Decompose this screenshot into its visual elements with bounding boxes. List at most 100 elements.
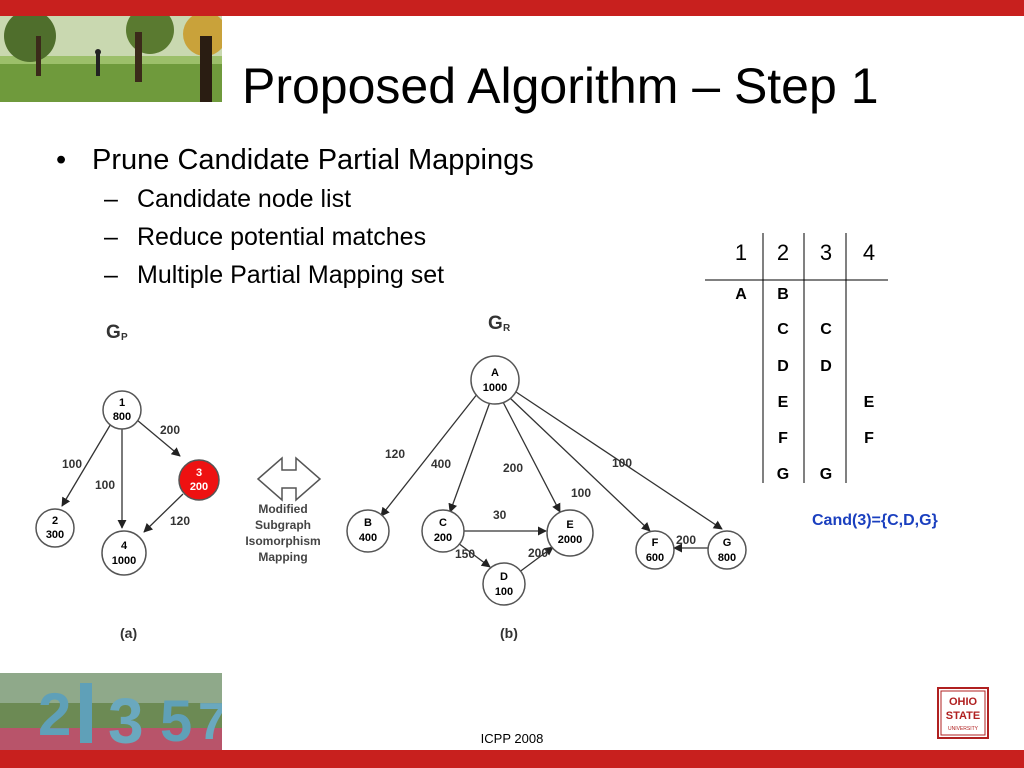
footer-text: ICPP 2008 <box>480 731 544 746</box>
svg-text:4: 4 <box>121 540 128 552</box>
svg-text:800: 800 <box>718 552 736 564</box>
svg-text:100: 100 <box>495 586 513 598</box>
university-logo: OHIO STATE UNIVERSITY <box>937 687 989 739</box>
svg-text:2: 2 <box>52 515 58 527</box>
svg-text:7: 7 <box>198 693 222 750</box>
mapping-arrow: Modified Subgraph Isomorphism Mapping <box>245 456 322 564</box>
table-cell: E <box>777 394 789 411</box>
svg-text:G: G <box>723 537 732 549</box>
sub-marker: – <box>104 223 118 251</box>
table-cell: D <box>777 358 789 375</box>
svg-text:B: B <box>364 517 372 529</box>
graph-r-label-sub: R <box>503 323 511 334</box>
graph-p-node-3-highlighted: 3 200 <box>178 459 220 501</box>
sub-marker: – <box>104 261 118 289</box>
svg-text:5: 5 <box>160 689 192 750</box>
edge-label: 100 <box>62 457 82 471</box>
graph-r-label: G <box>488 313 503 334</box>
graph-r-edges <box>380 391 723 574</box>
table-header: 2 <box>776 240 790 265</box>
table-cell: E <box>863 394 875 411</box>
svg-text:1: 1 <box>119 397 125 409</box>
table-cell: F <box>864 430 874 447</box>
graph-p-node-1: 1 800 <box>102 390 142 430</box>
top-accent-bar <box>0 0 1024 16</box>
edge-label: 100 <box>571 486 591 500</box>
graph-r-node-a: A 1000 <box>470 355 520 405</box>
svg-text:800: 800 <box>113 411 131 423</box>
edge-label: 200 <box>160 423 180 437</box>
graph-r-caption: (b) <box>500 625 518 641</box>
edge-label: 30 <box>493 508 507 522</box>
table-header: 4 <box>862 240 876 265</box>
edge-label: 200 <box>503 461 523 475</box>
graph-r-node-f: F 600 <box>635 530 675 570</box>
svg-text:300: 300 <box>46 529 64 541</box>
graph-p-edges <box>61 419 184 533</box>
svg-text:3: 3 <box>108 685 144 750</box>
svg-text:2000: 2000 <box>558 534 582 546</box>
table-gridlines <box>705 233 888 483</box>
table-cell: F <box>778 430 788 447</box>
svg-text:Isomorphism: Isomorphism <box>245 534 320 548</box>
graph-p-label: G <box>106 322 121 343</box>
table-cell: G <box>819 466 833 483</box>
table-cell: G <box>776 466 790 483</box>
graph-r-node-c: C 200 <box>421 509 465 553</box>
numbers-sculpture-photo: 2 3 5 7 <box>0 673 222 750</box>
table-cell: D <box>820 358 832 375</box>
svg-text:1000: 1000 <box>483 382 507 394</box>
svg-text:2: 2 <box>38 681 71 748</box>
edge-label: 400 <box>431 457 451 471</box>
svg-text:C: C <box>439 517 447 529</box>
svg-text:E: E <box>566 519 573 531</box>
svg-text:A: A <box>491 367 499 379</box>
graph-r-node-d: D 100 <box>482 562 526 606</box>
graph-r-node-b: B 400 <box>346 509 390 553</box>
svg-text:600: 600 <box>646 552 664 564</box>
svg-text:Subgraph: Subgraph <box>255 518 311 532</box>
table-cell: B <box>777 286 789 303</box>
edge-label: 200 <box>676 533 696 547</box>
svg-text:OHIO: OHIO <box>949 696 978 708</box>
edge-label: 120 <box>385 447 405 461</box>
edge-label: 200 <box>528 546 548 560</box>
table-header: 1 <box>734 240 748 265</box>
svg-text:STATE: STATE <box>946 710 980 722</box>
svg-text:400: 400 <box>359 532 377 544</box>
edge-label: 120 <box>170 514 190 528</box>
bullet-marker: • <box>56 144 67 176</box>
sub-item-multiple-mapping: Multiple Partial Mapping set <box>137 261 445 289</box>
bottom-accent-bar <box>0 750 1024 768</box>
table-cell: C <box>820 321 832 338</box>
svg-text:F: F <box>652 537 659 549</box>
edge-label: 150 <box>455 547 475 561</box>
graph-r-node-g: G 800 <box>707 530 747 570</box>
svg-text:200: 200 <box>190 481 208 493</box>
candidate-set-label: Cand(3)={C,D,G} <box>812 512 938 529</box>
sub-item-reduce-matches: Reduce potential matches <box>137 223 427 251</box>
edge-label: 100 <box>95 478 115 492</box>
svg-text:1000: 1000 <box>112 555 136 567</box>
graph-p-node-2: 2 300 <box>35 508 75 548</box>
bullet-main: Prune Candidate Partial Mappings <box>92 144 534 176</box>
svg-text:Modified: Modified <box>258 502 307 516</box>
table-cell: C <box>777 321 789 338</box>
slide-title: Proposed Algorithm – Step 1 <box>242 58 879 114</box>
table-header: 3 <box>819 240 833 265</box>
svg-text:UNIVERSITY: UNIVERSITY <box>948 726 979 732</box>
table-cell: A <box>735 286 747 303</box>
graph-diagram: G P 200 100 100 120 1 800 2 300 3 200 4 … <box>35 313 747 641</box>
svg-text:200: 200 <box>434 532 452 544</box>
graph-p-caption: (a) <box>120 625 137 641</box>
sub-item-candidate-list: Candidate node list <box>137 185 352 213</box>
graph-p-label-sub: P <box>121 332 128 343</box>
graph-r-node-e: E 2000 <box>546 509 594 557</box>
sub-marker: – <box>104 185 118 213</box>
svg-text:Mapping: Mapping <box>258 550 307 564</box>
svg-text:D: D <box>500 571 508 583</box>
graph-p-node-4: 4 1000 <box>101 530 147 576</box>
svg-text:3: 3 <box>196 467 202 479</box>
campus-photo <box>0 16 222 102</box>
edge-label: 100 <box>612 456 632 470</box>
